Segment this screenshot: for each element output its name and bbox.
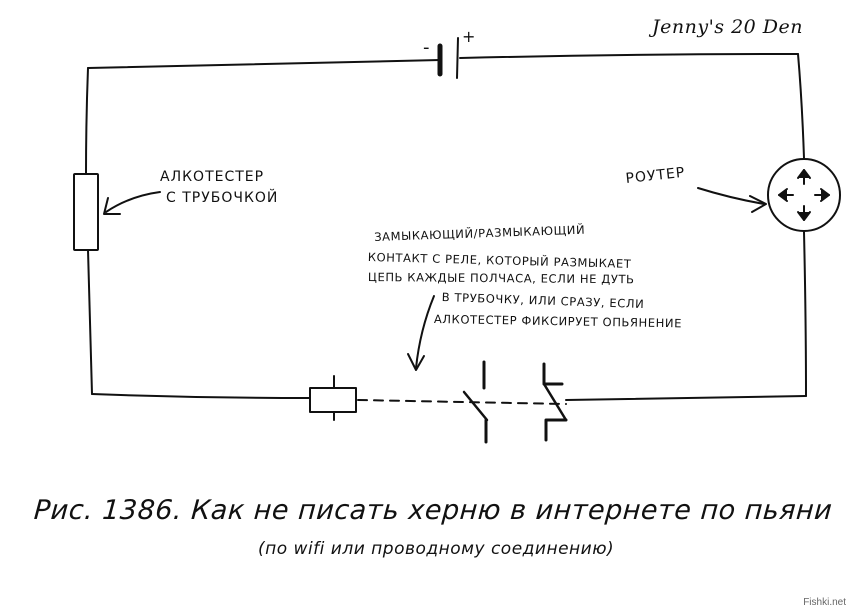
figure-caption-subtitle: (по wifi или проводному соединению) <box>258 539 615 559</box>
figure-caption: Рис. 1386. Как не писать херню в интерне… <box>32 495 834 526</box>
alkotester-label-line-2: С ТРУБОЧКОЙ <box>166 190 279 206</box>
wire-bottom-right <box>565 395 807 401</box>
relay-contact-closed <box>542 362 568 442</box>
battery-plus: + <box>462 27 475 46</box>
wire-bottom-left <box>91 393 311 399</box>
router-symbol <box>767 158 841 232</box>
wire-top-left <box>87 59 441 69</box>
arrow-note <box>407 295 435 371</box>
wire-left-lower <box>87 249 93 395</box>
arrow-router <box>697 187 767 213</box>
alkotester-resistor <box>73 173 99 251</box>
relay-dashed-link <box>357 399 567 405</box>
arrow-alkotester <box>103 191 161 215</box>
wire-right-lower <box>803 231 807 397</box>
battery-minus: - <box>423 37 430 58</box>
battery-symbol <box>437 37 459 79</box>
alkotester-label-line-1: АЛКОТЕСТЕР <box>160 169 265 185</box>
author-signature: Jenny's 20 Den <box>652 16 804 38</box>
wire-left-upper <box>85 67 89 175</box>
source-watermark: Fishki.net <box>803 597 846 608</box>
relay-coil <box>309 375 357 421</box>
wire-right-upper <box>797 53 805 159</box>
wire-top-right <box>459 53 799 59</box>
relay-note-line-3: ЦЕПЬ КАЖДЫЕ ПОЛЧАСА, ЕСЛИ НЕ ДУТЬ <box>367 270 635 287</box>
relay-contact-open <box>462 360 489 444</box>
alkotester-label: АЛКОТЕСТЕР С ТРУБОЧКОЙ <box>160 167 278 209</box>
